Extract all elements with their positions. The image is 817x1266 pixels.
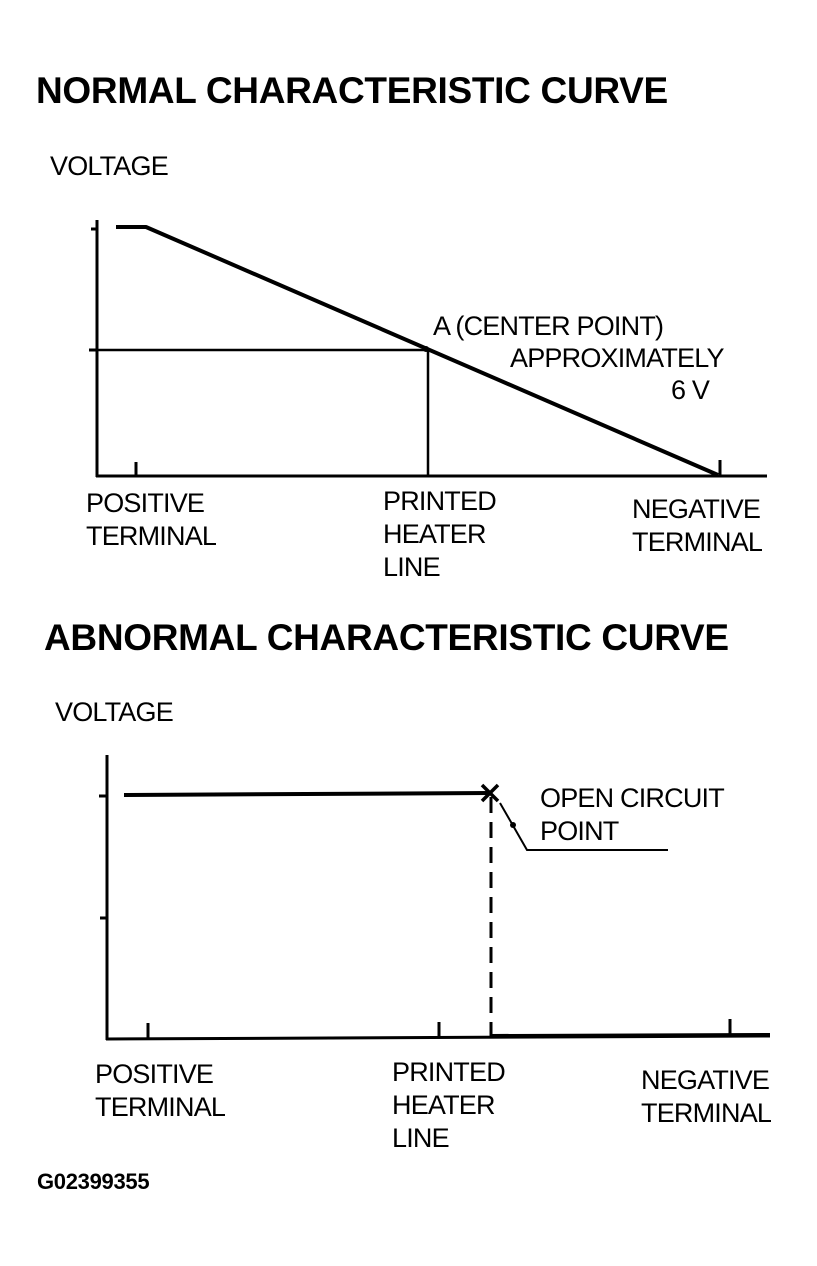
normal-y-axis-label: VOLTAGE bbox=[50, 151, 169, 181]
figure-code: G02399355 bbox=[37, 1169, 150, 1194]
normal-curve-title: NORMAL CHARACTERISTIC CURVE bbox=[36, 70, 668, 111]
abnormal-high-voltage-line bbox=[123, 791, 491, 797]
abnormal-printed-heater-line-label: PRINTED HEATER LINE bbox=[392, 1057, 506, 1153]
abnormal-zero-voltage-line bbox=[490, 1033, 771, 1038]
normal-negative-terminal-label: NEGATIVE TERMINAL bbox=[632, 494, 763, 557]
abnormal-y-axis-label: VOLTAGE bbox=[55, 697, 174, 727]
open-circuit-leader-dot bbox=[510, 822, 516, 828]
abnormal-curve-title: ABNORMAL CHARACTERISTIC CURVE bbox=[44, 617, 729, 658]
normal-characteristic-line bbox=[116, 225, 719, 477]
center-point-approx-label: APPROXIMATELY bbox=[510, 343, 724, 373]
center-point-voltage-label: 6 V bbox=[671, 375, 710, 405]
abnormal-positive-terminal-label: POSITIVE TERMINAL bbox=[95, 1059, 226, 1122]
normal-center-point-marker bbox=[423, 346, 429, 352]
normal-positive-terminal-label: POSITIVE TERMINAL bbox=[86, 488, 217, 551]
open-circuit-leader-line bbox=[499, 802, 668, 851]
abnormal-negative-terminal-label: NEGATIVE TERMINAL bbox=[641, 1065, 772, 1128]
center-point-label: A (CENTER POINT) bbox=[433, 311, 664, 341]
normal-printed-heater-line-label: PRINTED HEATER LINE bbox=[383, 486, 497, 582]
open-circuit-point-label: OPEN CIRCUIT POINT bbox=[540, 783, 725, 846]
open-circuit-marker-b bbox=[480, 783, 500, 803]
